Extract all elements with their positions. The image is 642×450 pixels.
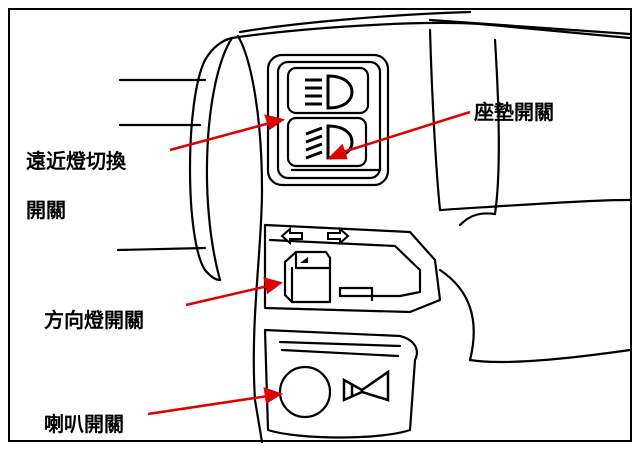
horn-button xyxy=(278,365,332,419)
seat-arrowhead xyxy=(326,143,348,160)
horn-icon xyxy=(342,369,390,402)
turn-signal-switch-label: 方向燈開關 xyxy=(44,308,144,332)
low-beam-button xyxy=(286,116,368,168)
dimmer-switch-label-line2: 開關 xyxy=(26,198,66,222)
high-beam-button xyxy=(286,66,370,115)
turn-signal-recess xyxy=(263,223,442,314)
dimmer-leader-line xyxy=(169,121,271,152)
turn-arrowhead xyxy=(263,277,283,295)
horn-leader-line xyxy=(147,394,269,416)
seat-leader-line xyxy=(339,110,471,155)
turn-left-arrow-icon xyxy=(280,226,303,246)
turn-right-arrow-icon xyxy=(327,226,350,246)
horn-switch-label: 喇叭開關 xyxy=(44,412,124,436)
seat-switch-label: 座墊開關 xyxy=(474,100,554,124)
turn-knob-marker xyxy=(300,257,308,263)
horn-arrowhead xyxy=(263,387,283,405)
dimmer-switch-label: 遠近燈切換 xyxy=(26,149,126,173)
high-beam-icon xyxy=(305,74,354,110)
turn-leader-line xyxy=(185,284,269,307)
grip-collar xyxy=(188,58,207,272)
horn-switch-housing xyxy=(263,328,418,439)
handlebar-grip xyxy=(118,78,207,127)
dimmer-arrowhead xyxy=(264,114,286,130)
